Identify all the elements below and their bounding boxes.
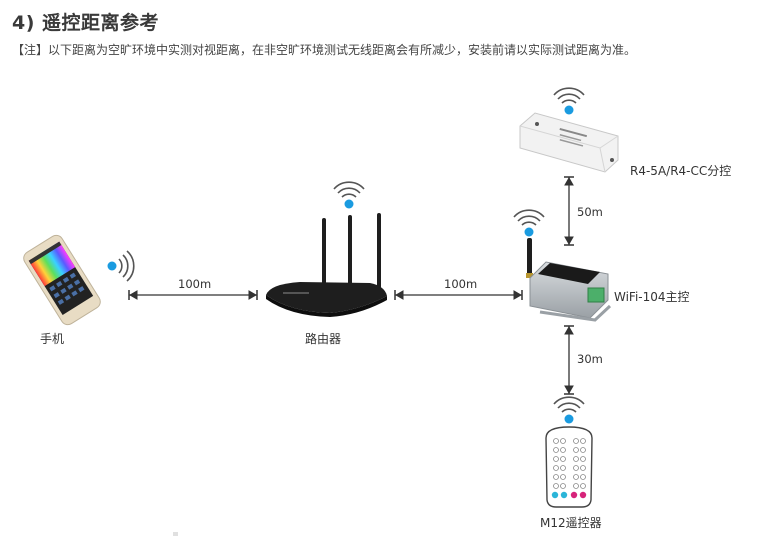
note-text: 【注】以下距离为空旷环境中实测对视距离，在非空旷环境测试无线距离会有所减少，安装… [12, 43, 637, 57]
receiver-icon [519, 112, 619, 173]
remote-label: M12遥控器 [540, 516, 602, 530]
wifi-signal-icon [107, 250, 135, 282]
wifi-signal-icon [333, 181, 365, 209]
watermark-mark [173, 532, 178, 536]
distance-label-master-slave: 50m [577, 205, 603, 219]
remote-control-icon [545, 426, 593, 508]
wifi-signal-icon [553, 87, 585, 115]
distance-label-router-master: 100m [444, 277, 478, 291]
distance-arrow-router-master [394, 290, 523, 300]
distance-label-phone-router: 100m [178, 277, 212, 291]
distance-label-master-remote: 30m [577, 352, 603, 366]
distance-arrow-master-slave [564, 176, 574, 246]
wifi-signal-icon [513, 209, 545, 237]
master-label: WiFi-104主控 [614, 290, 690, 304]
wifi-signal-icon [553, 396, 585, 424]
phone-label: 手机 [40, 332, 65, 346]
wifi-controller-icon [526, 238, 612, 322]
distance-arrow-phone-router [128, 290, 258, 300]
router-icon [266, 213, 387, 317]
router-label: 路由器 [305, 332, 342, 346]
distance-arrow-master-remote [564, 325, 574, 395]
section-title: 4) 遥控距离参考 [12, 12, 160, 34]
slave-label: R4-5A/R4-CC分控 [630, 164, 732, 178]
smartphone-icon [23, 234, 101, 326]
